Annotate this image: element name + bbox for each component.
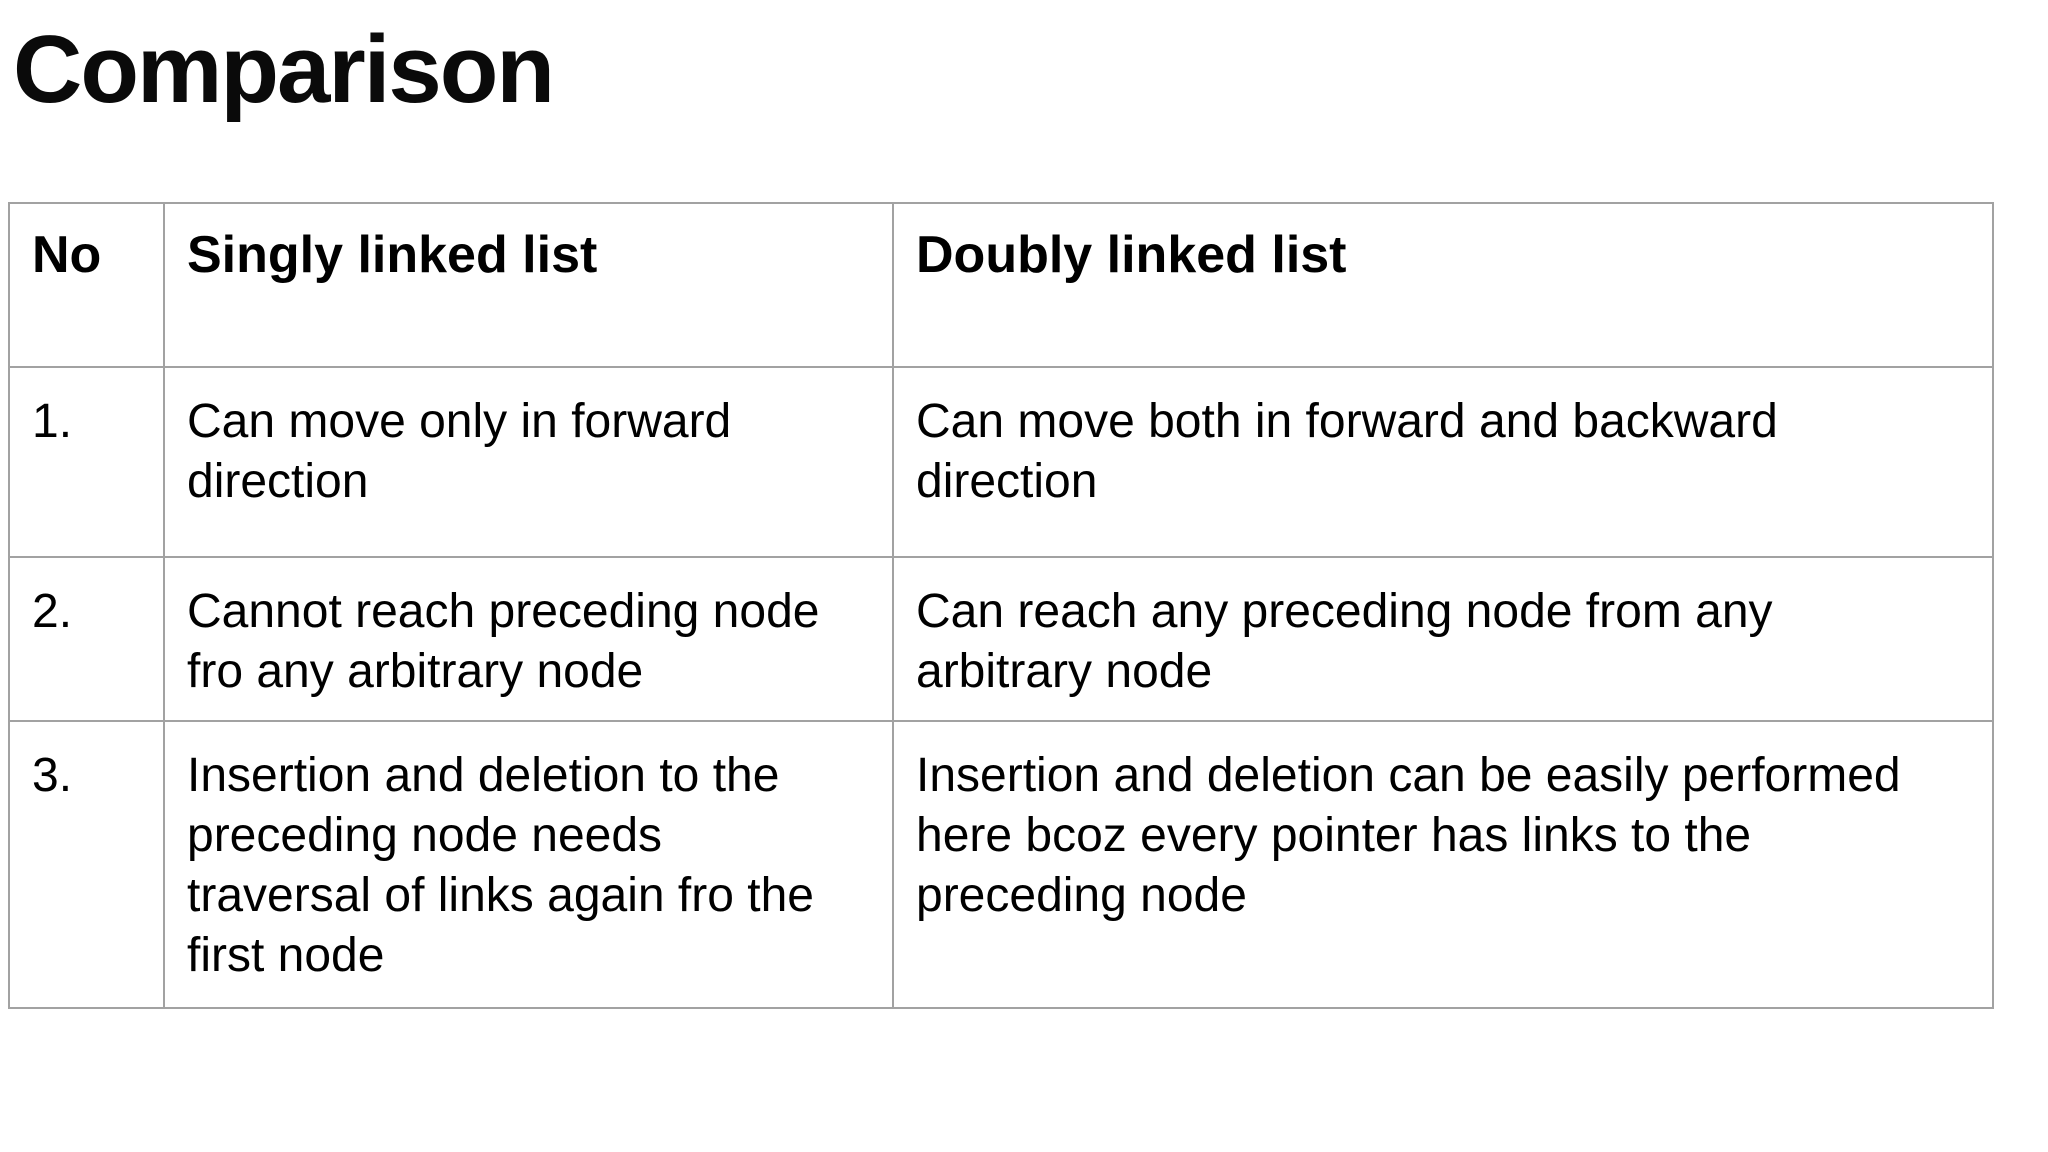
row-number-cell: 1. [8,366,165,558]
singly-cell: Insertion and deletion to the preceding … [163,720,894,1009]
row-number-cell: 3. [8,720,165,1009]
singly-cell: Can move only in forward direction [163,366,894,558]
col-header-doubly: Doubly linked list [892,202,1994,368]
col-header-singly: Singly linked list [163,202,894,368]
table-row: 3. Insertion and deletion to the precedi… [8,720,1994,1009]
slide-title: Comparison [13,16,555,123]
singly-cell: Cannot reach preceding node fro any arbi… [163,556,894,722]
comparison-table: No Singly linked list Doubly linked list… [8,202,1994,1009]
doubly-cell: Insertion and deletion can be easily per… [892,720,1994,1009]
table-row: 1. Can move only in forward direction Ca… [8,366,1994,558]
col-header-no: No [8,202,165,368]
doubly-cell: Can move both in forward and backward di… [892,366,1994,558]
table-header-row: No Singly linked list Doubly linked list [8,202,1994,368]
table-row: 2. Cannot reach preceding node fro any a… [8,556,1994,722]
doubly-cell: Can reach any preceding node from any ar… [892,556,1994,722]
row-number-cell: 2. [8,556,165,722]
